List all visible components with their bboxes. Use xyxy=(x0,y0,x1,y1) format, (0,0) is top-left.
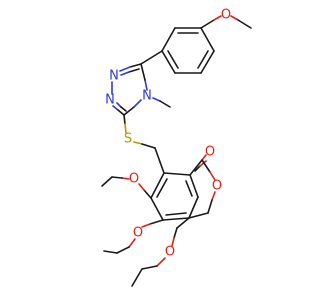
atom-o-ethoxy-3: O xyxy=(165,245,175,260)
thioether-linker xyxy=(123,114,165,174)
atom-o-ethoxy-1: O xyxy=(129,172,139,187)
atom-label: N xyxy=(109,69,119,84)
ethoxy-group-1 xyxy=(101,176,152,199)
atom-o-lactone: O xyxy=(212,179,222,194)
structure-canvas: N N N S O O O O O O xyxy=(101,8,252,287)
atom-o-carbonyl: O xyxy=(205,145,215,160)
methoxy-group xyxy=(200,15,252,29)
atom-label: O xyxy=(221,8,231,23)
atom-n-ring-top: N xyxy=(109,69,119,84)
methoxyphenyl-ring xyxy=(161,27,215,74)
atom-label: O xyxy=(205,145,215,160)
molecule-structure: N N N S O O O O O O xyxy=(101,8,252,287)
lactone-ring xyxy=(188,154,216,219)
n-methyl-group xyxy=(152,97,171,108)
benzene-ring xyxy=(150,172,199,221)
atom-label: O xyxy=(165,245,175,260)
atom-label: N xyxy=(142,89,152,104)
atom-sulfur: S xyxy=(124,132,132,147)
atom-o-ethoxy-2: O xyxy=(133,226,143,241)
triazole-ring xyxy=(111,63,148,116)
atom-label: O xyxy=(212,179,222,194)
atom-o-methoxy: O xyxy=(221,8,231,23)
atom-label: N xyxy=(105,93,115,108)
ethoxy-group-3 xyxy=(131,217,190,287)
atom-label: O xyxy=(129,172,139,187)
ethoxy-group-2 xyxy=(103,219,164,254)
aryl-triazole-bond xyxy=(140,50,163,65)
atom-label: S xyxy=(124,132,132,147)
atom-n-ring-left: N xyxy=(105,93,115,108)
atom-label: O xyxy=(133,226,143,241)
atom-n-methyl: N xyxy=(142,89,152,104)
